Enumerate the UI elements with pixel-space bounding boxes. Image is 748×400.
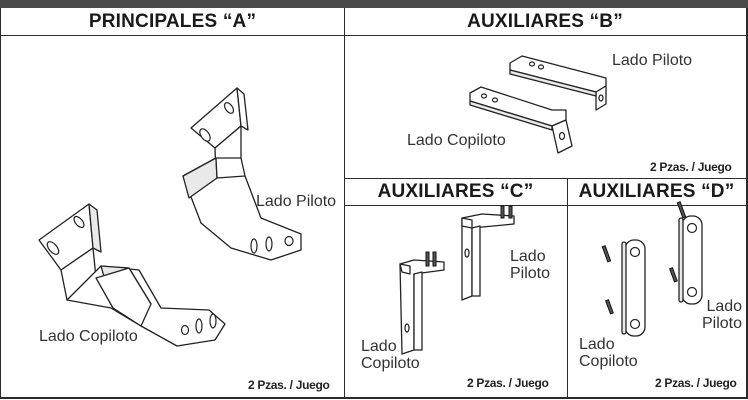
section-c-label-copiloto: Lado Copiloto — [361, 338, 420, 372]
bracket-c-illustration — [399, 205, 515, 355]
section-b-title: AUXILIARES “B” — [344, 8, 746, 36]
section-b-qty: 2 Pzas. / Juego — [650, 160, 732, 174]
section-b-label-piloto: Lado Piloto — [612, 52, 693, 69]
section-d-qty: 2 Pzas. / Juego — [655, 376, 737, 390]
bracket-d-illustration — [601, 201, 703, 337]
section-b-label-copiloto: Lado Copiloto — [407, 132, 506, 149]
section-c-label-piloto: Lado Piloto — [510, 248, 551, 282]
section-auxiliares-b: AUXILIARES “B” Lado Piloto Lado Copiloto… — [344, 8, 747, 179]
section-c-title: AUXILIARES “C” — [344, 178, 567, 206]
section-d-label-copiloto: Lado Copiloto — [579, 336, 638, 370]
section-principales-a: PRINCIPALES “A” — [0, 8, 345, 398]
section-d-title: AUXILIARES “D” — [567, 178, 746, 206]
section-a-title: PRINCIPALES “A” — [1, 8, 344, 36]
section-auxiliares-d: AUXILIARES “D” Lado Piloto Lado Copiloto… — [567, 178, 747, 398]
section-c-qty: 2 Pzas. / Juego — [467, 376, 549, 390]
bracket-a-copiloto-illustration — [38, 203, 226, 347]
section-auxiliares-c: AUXILIARES “C” Lado Piloto Lado Copiloto… — [344, 178, 568, 398]
top-bar — [0, 0, 748, 8]
section-a-qty: 2 Pzas. / Juego — [248, 378, 330, 392]
section-d-label-piloto: Lado Piloto — [702, 298, 743, 332]
bracket-b-illustration — [469, 55, 607, 154]
section-a-label-copiloto: Lado Copiloto — [39, 328, 138, 345]
section-a-label-piloto: Lado Piloto — [256, 193, 337, 210]
bracket-a-piloto-illustration — [182, 87, 302, 261]
